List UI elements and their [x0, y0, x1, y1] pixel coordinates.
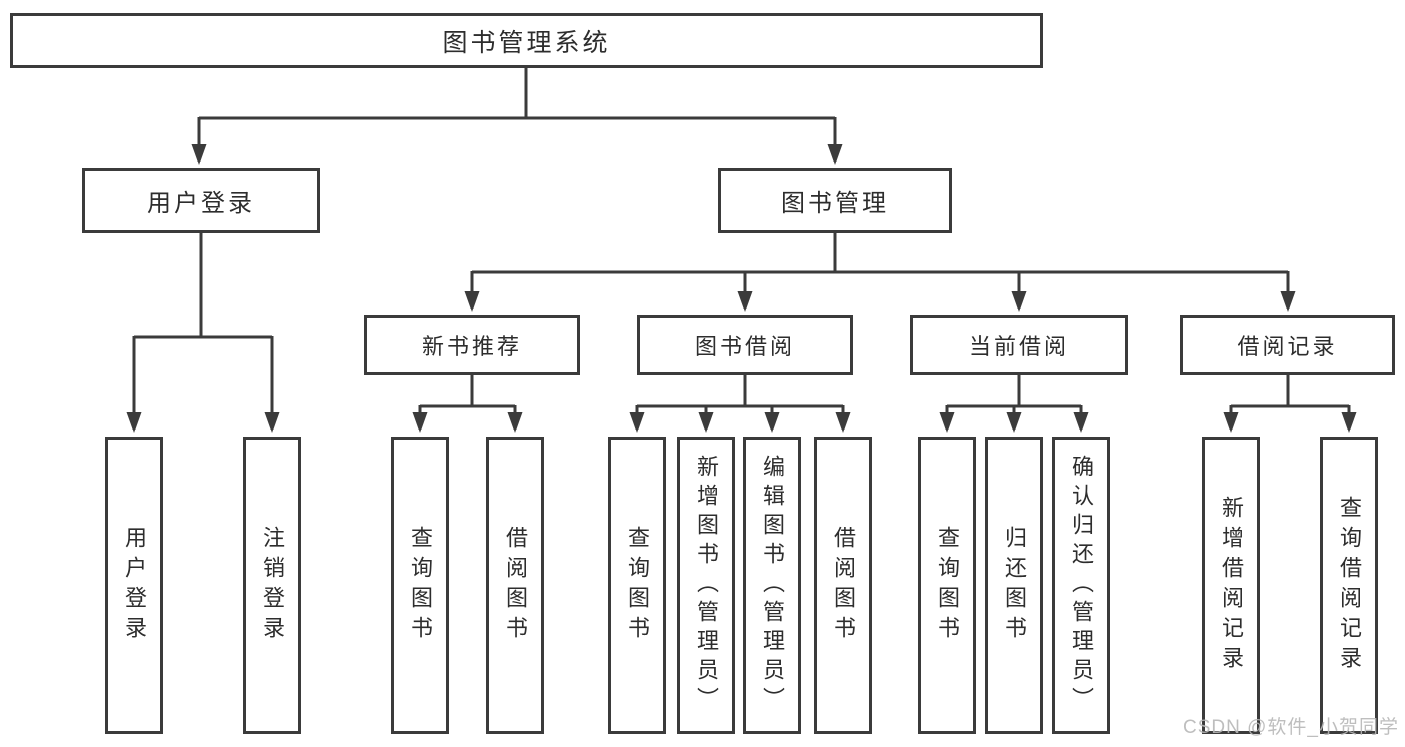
node-borrow-record: 借阅记录 — [1180, 315, 1395, 375]
node-book-management: 图书管理 — [718, 168, 952, 233]
leaf-node-edit-books-admin: 编辑图书（管理员） — [743, 437, 801, 734]
leaf-node-borrow-books: 借阅图书 — [486, 437, 544, 734]
leaf-node-query-books: 查询图书 — [391, 437, 449, 734]
node-current-borrow: 当前借阅 — [910, 315, 1128, 375]
node-book-borrow: 图书借阅 — [637, 315, 853, 375]
csdn-watermark: CSDN @软件_小贺同学 — [1183, 717, 1399, 738]
leaf-node-return-books: 归还图书 — [985, 437, 1043, 734]
leaf-node-user-login: 用户登录 — [105, 437, 163, 734]
leaf-node-borrow-books: 借阅图书 — [814, 437, 872, 734]
node-new-book-recommend: 新书推荐 — [364, 315, 580, 375]
leaf-node-confirm-return-admin: 确认归还（管理员） — [1052, 437, 1110, 734]
root-node-library-management-system: 图书管理系统 — [10, 13, 1043, 68]
leaf-node-query-borrow-record: 查询借阅记录 — [1320, 437, 1378, 734]
leaf-node-add-books-admin: 新增图书（管理员） — [677, 437, 735, 734]
leaf-node-logout: 注销登录 — [243, 437, 301, 734]
leaf-node-query-books: 查询图书 — [608, 437, 666, 734]
leaf-node-query-books: 查询图书 — [918, 437, 976, 734]
node-user-login: 用户登录 — [82, 168, 320, 233]
leaf-node-add-borrow-record: 新增借阅记录 — [1202, 437, 1260, 734]
